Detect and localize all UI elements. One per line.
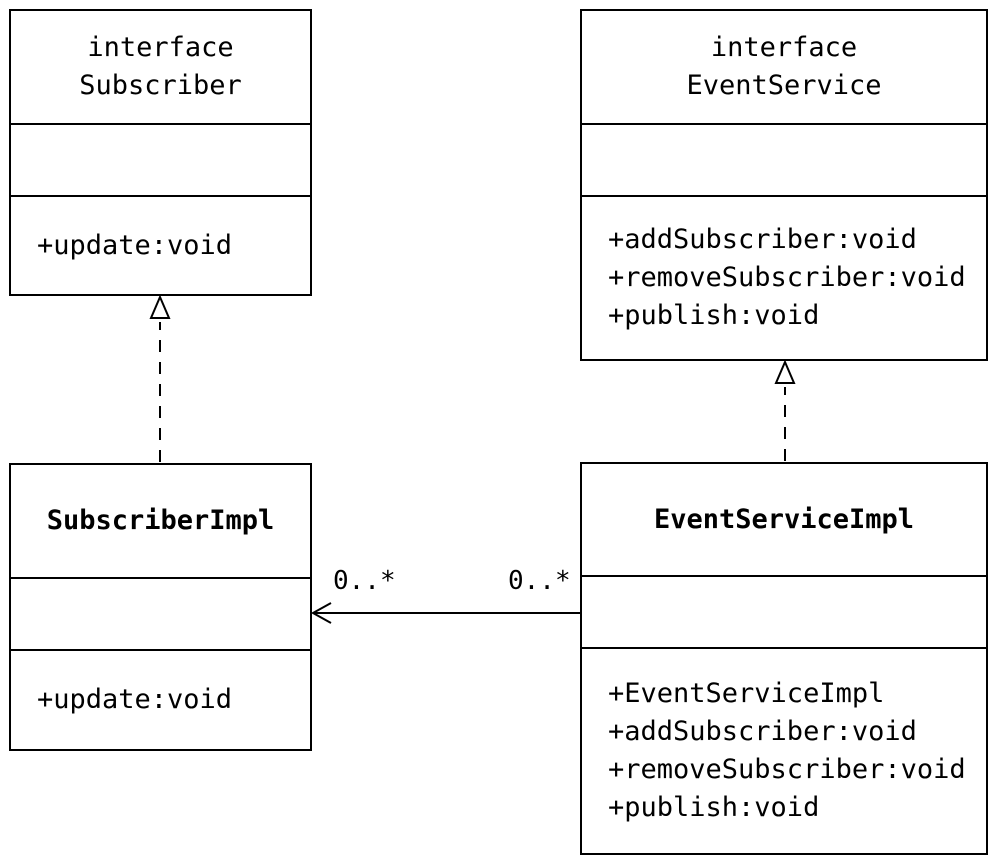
operation: +publish:void	[608, 300, 820, 331]
class-box-subscriber[interactable]: interface Subscriber +update:void	[9, 9, 312, 296]
class-box-subscriber-impl[interactable]: SubscriberImpl +update:void	[9, 463, 312, 751]
stereotype-label: interface	[87, 32, 234, 63]
attributes-compartment	[582, 123, 986, 195]
operation: +publish:void	[608, 792, 820, 823]
realization-arrowhead-event-service	[774, 359, 796, 384]
multiplicity-label-source: 0..*	[508, 566, 571, 596]
operations-compartment: +EventServiceImpl +addSubscriber:void +r…	[582, 647, 986, 853]
attributes-compartment	[582, 575, 986, 647]
operations-compartment: +update:void	[11, 195, 310, 294]
class-name: EventServiceImpl	[653, 503, 915, 535]
operation: +EventServiceImpl	[608, 678, 885, 709]
operation: +removeSubscriber:void	[608, 262, 966, 293]
attributes-compartment	[11, 123, 310, 195]
multiplicity-label-target: 0..*	[333, 566, 396, 596]
operation: +removeSubscriber:void	[608, 754, 966, 785]
class-name: Subscriber	[79, 70, 242, 101]
class-header: SubscriberImpl	[11, 465, 310, 577]
operations-compartment: +addSubscriber:void +removeSubscriber:vo…	[582, 195, 986, 359]
operation: +addSubscriber:void	[608, 716, 917, 747]
operations-compartment: +update:void	[11, 649, 310, 749]
realization-arrowhead-subscriber	[149, 294, 171, 319]
class-box-event-service[interactable]: interface EventService +addSubscriber:vo…	[580, 9, 988, 361]
operation: +update:void	[37, 684, 233, 715]
class-header: interface EventService	[582, 11, 986, 123]
class-header: interface Subscriber	[11, 11, 310, 123]
operation: +addSubscriber:void	[608, 224, 917, 255]
association-arrowhead	[310, 602, 332, 624]
class-name: SubscriberImpl	[46, 505, 275, 536]
attributes-compartment	[11, 577, 310, 649]
class-box-event-service-impl[interactable]: EventServiceImpl +EventServiceImpl +addS…	[580, 462, 988, 855]
class-name: EventService	[686, 70, 882, 101]
operation: +update:void	[37, 229, 233, 261]
stereotype-label: interface	[710, 32, 858, 63]
class-header: EventServiceImpl	[582, 464, 986, 575]
